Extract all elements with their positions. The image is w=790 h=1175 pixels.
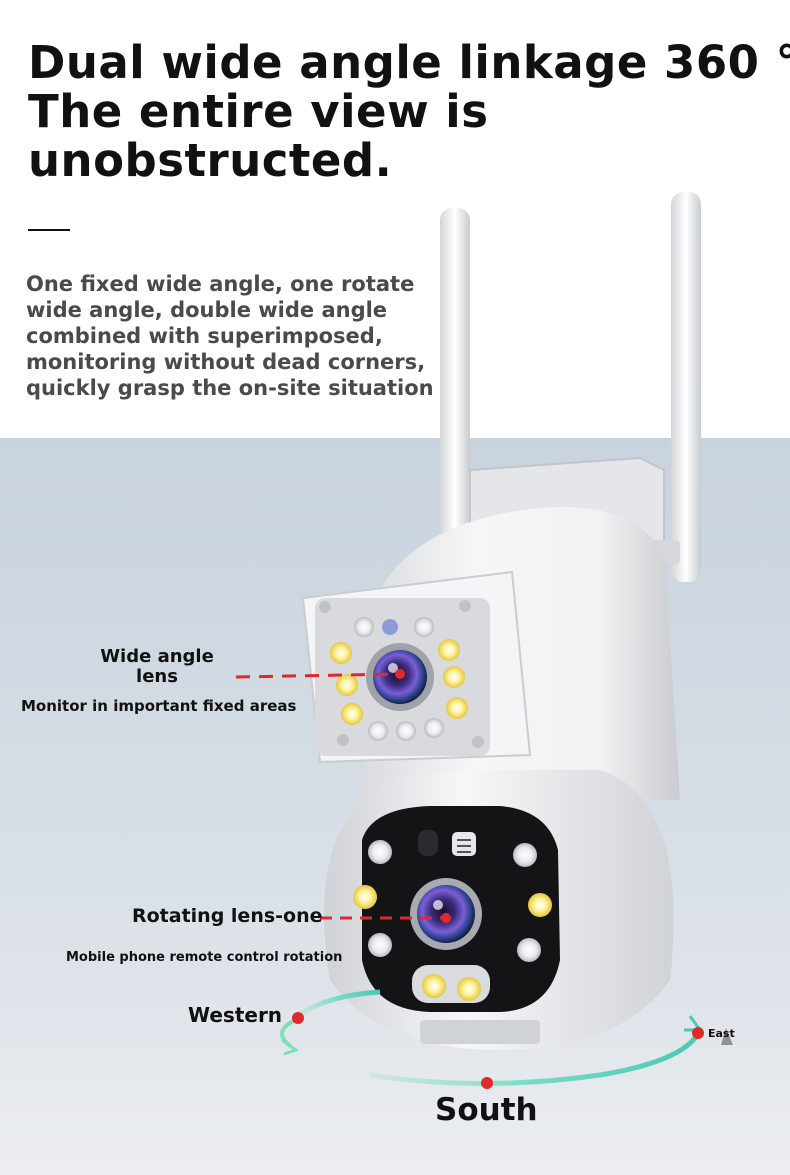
headline-line-2: The entire view is [28, 85, 489, 138]
pir-sensor [418, 830, 438, 856]
screw-icon [459, 600, 471, 612]
east-dot [692, 1027, 704, 1039]
rotating-lens-label: Rotating lens-one [132, 905, 323, 927]
description: One fixed wide angle, one rotate wide an… [26, 271, 446, 401]
description-line-4: monitoring without dead corners, [26, 350, 426, 374]
headline-line-3: unobstructed. [28, 134, 393, 187]
south-label: South [435, 1092, 538, 1128]
rotation-arc-west [298, 989, 381, 1017]
headline-line-1: Dual wide angle linkage 360 ° [28, 36, 790, 89]
arrow-head-icon [281, 1038, 300, 1056]
lens-glint [433, 900, 443, 910]
left-antenna [440, 208, 470, 538]
wide-angle-dot [395, 669, 405, 679]
wide-angle-note: Monitor in important fixed areas [21, 697, 297, 715]
wide-angle-label: Wide angle lens [98, 647, 216, 687]
rotation-arc-east [369, 1032, 701, 1086]
wide-angle-leader [235, 672, 401, 679]
west-label: Western [188, 1003, 283, 1027]
description-line-3: combined with superimposed, [26, 324, 383, 348]
bird-icon [721, 1028, 733, 1045]
fixed-white-leds [330, 639, 468, 725]
top-white-background [0, 0, 790, 440]
lens-glint [388, 663, 398, 673]
rotating-white-leds [353, 885, 552, 1003]
description-line-5: quickly grasp the on-site situation [26, 376, 434, 400]
screw-icon [319, 601, 331, 613]
description-line-1: One fixed wide angle, one rotate [26, 272, 415, 296]
light-sensor [382, 619, 398, 635]
south-dot [481, 1077, 493, 1089]
west-dot [292, 1012, 304, 1024]
rotating-lens-note: Mobile phone remote control rotation [66, 950, 343, 965]
headline: Dual wide angle linkage 360 ° The entire… [28, 36, 790, 187]
rotating-dot [441, 913, 451, 923]
right-antenna [671, 192, 701, 582]
speaker-grille [452, 832, 476, 856]
rotating-ir-leds [368, 840, 541, 962]
screw-icon [472, 736, 484, 748]
dome-vent [420, 1020, 540, 1044]
description-line-2: wide angle, double wide angle [26, 298, 388, 322]
fixed-ir-leds [354, 617, 444, 741]
screw-icon [337, 734, 349, 746]
divider [28, 229, 70, 231]
wide-angle-label-line-2: lens [136, 666, 178, 687]
east-label: East [708, 1027, 735, 1040]
wide-angle-label-line-1: Wide angle [100, 646, 214, 667]
